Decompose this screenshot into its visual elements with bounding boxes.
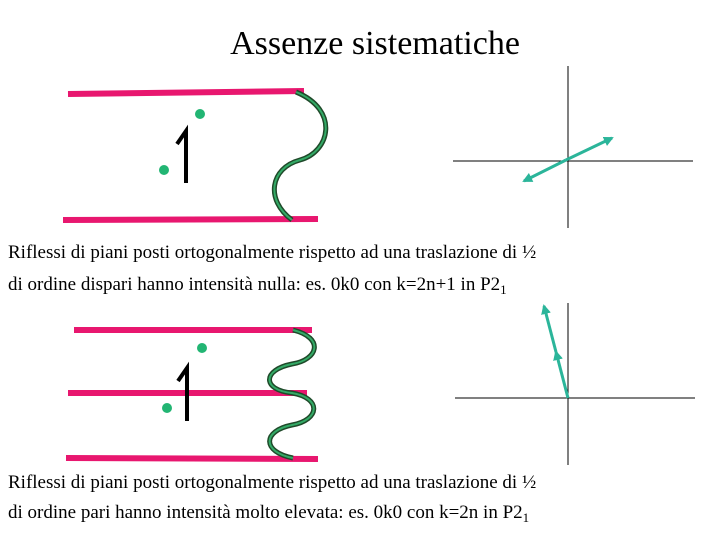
- page-title: Assenze sistematiche: [230, 25, 520, 62]
- caption-odd-line2: di ordine dispari hanno intensità nulla:…: [8, 272, 507, 303]
- diagram-odd-order: [62, 66, 693, 228]
- atom-upper: [197, 343, 207, 353]
- diagram-even-order: [65, 303, 695, 465]
- wave-half-period-outer: [272, 89, 329, 223]
- vector-second: [541, 304, 558, 353]
- caption-odd-line2-subscript: 1: [500, 282, 507, 297]
- caption-odd-line1: Riflessi di piani posti ortogonalmente r…: [8, 242, 537, 263]
- atom-upper: [195, 109, 205, 119]
- caption-even-line2-text: di ordine pari hanno intensità molto ele…: [8, 502, 523, 523]
- lattice-plane-bottom: [62, 216, 319, 223]
- caption-even-line2: di ordine pari hanno intensità molto ele…: [8, 500, 529, 531]
- vector-first: [553, 350, 570, 399]
- lattice-plane-top: [67, 88, 305, 97]
- vector-down-left: [522, 158, 567, 183]
- caption-odd-line2-text: di ordine dispari hanno intensità nulla:…: [8, 274, 501, 295]
- screw-axis-2-1-symbol: [175, 124, 188, 183]
- wave-full-period-inner: [268, 329, 316, 459]
- atom-lower: [162, 403, 172, 413]
- lattice-plane-bottom: [65, 455, 319, 462]
- vector-up-right: [565, 136, 614, 162]
- caption-even-line1: Riflessi di piani posti ortogonalmente r…: [8, 472, 537, 493]
- wave-half-period-inner: [273, 91, 327, 221]
- screw-axis-2-1-symbol: [176, 361, 189, 421]
- atom-lower: [159, 165, 169, 175]
- caption-even-line2-subscript: 1: [522, 510, 530, 525]
